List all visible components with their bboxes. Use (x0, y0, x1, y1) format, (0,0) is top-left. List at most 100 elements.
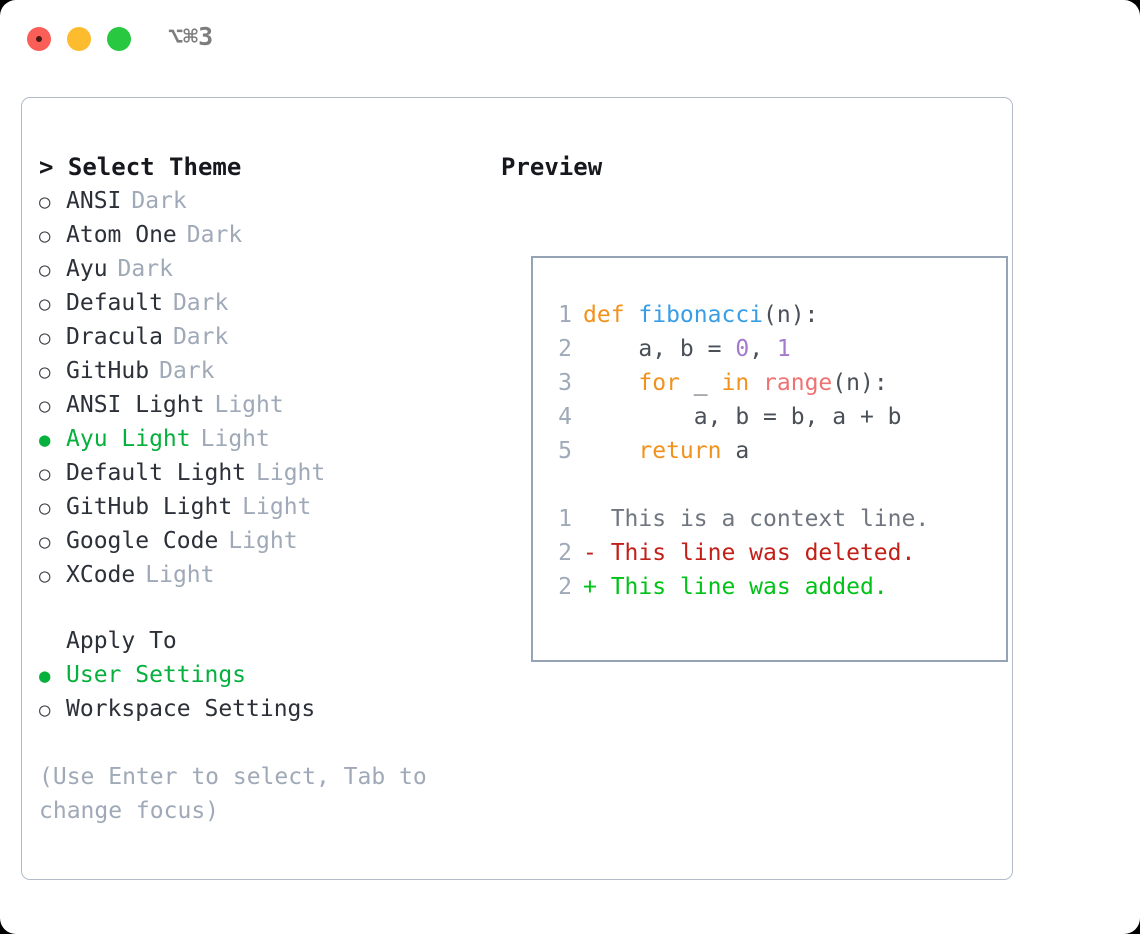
theme-option-tag: Dark (131, 188, 187, 214)
radio-selected-icon: ● (39, 429, 51, 451)
radio-unselected-icon: ○ (39, 531, 51, 553)
radio-unselected-icon: ○ (39, 497, 51, 519)
line-number: 2 (558, 336, 572, 362)
theme-option-default[interactable]: ○ Default Dark (39, 286, 479, 320)
code-token (583, 438, 638, 464)
theme-option-label: XCode (66, 562, 136, 588)
theme-option-label: Google Code (66, 528, 219, 554)
apply-to-option-user-settings[interactable]: ● User Settings (39, 658, 479, 692)
radio-unselected-icon: ○ (39, 191, 51, 213)
theme-option-tag: Light (228, 528, 298, 554)
diff-text: This line was deleted. (596, 540, 916, 566)
theme-option-label: Default (66, 290, 163, 316)
theme-option-tag: Dark (172, 324, 229, 350)
theme-option-dracula[interactable]: ○ Dracula Dark (39, 320, 479, 354)
theme-option-github[interactable]: ○ GitHub Dark (39, 354, 479, 388)
code-line: 1 def fibonacci(n): (550, 298, 929, 332)
code-token (749, 370, 763, 396)
line-number: 5 (558, 438, 572, 464)
code-token: _ (679, 370, 722, 396)
code-line: 5 return a (550, 434, 929, 468)
apply-to-option-label: Workspace Settings (66, 696, 316, 722)
radio-unselected-icon: ○ (39, 327, 51, 349)
theme-option-tag: Dark (159, 358, 215, 384)
theme-option-tag: Light (200, 426, 270, 452)
theme-option-default-light[interactable]: ○ Default Light Light (39, 456, 479, 490)
apply-to-heading: Apply To (66, 628, 177, 654)
theme-option-label: Atom One (66, 222, 177, 248)
theme-option-google-code[interactable]: ○ Google Code Light (39, 524, 479, 558)
radio-selected-icon: ● (39, 665, 51, 687)
theme-option-tag: Dark (117, 256, 173, 282)
line-number: 1 (558, 302, 572, 328)
code-token: in (721, 370, 750, 396)
theme-option-github-light[interactable]: ○ GitHub Light Light (39, 490, 479, 524)
code-token: a (721, 438, 750, 464)
code-token: (n): (763, 302, 819, 328)
theme-option-label: Dracula (66, 324, 163, 350)
theme-option-tag: Light (145, 562, 215, 588)
code-token: , (749, 336, 777, 362)
diff-sign: + (583, 574, 597, 600)
theme-option-tag: Dark (186, 222, 243, 248)
code-token: for (638, 370, 680, 396)
theme-option-tag: Light (242, 494, 312, 520)
theme-option-label: Ayu Light (66, 426, 191, 452)
code-token: 0 (735, 336, 750, 362)
line-number: 1 (558, 506, 572, 532)
maximize-button[interactable] (107, 27, 131, 51)
code-blank-line (550, 468, 929, 502)
theme-option-atom-one[interactable]: ○ Atom One Dark (39, 218, 479, 252)
code-token: def (583, 302, 639, 328)
line-number: 2 (558, 574, 572, 600)
theme-option-tag: Dark (172, 290, 229, 316)
hint-gap (39, 726, 479, 760)
diff-sign: - (583, 540, 597, 566)
theme-option-label: ANSI Light (66, 392, 205, 418)
minimize-button[interactable] (67, 27, 91, 51)
radio-unselected-icon: ○ (39, 463, 51, 485)
radio-unselected-icon: ○ (39, 395, 51, 417)
line-number: 2 (558, 540, 572, 566)
apply-to-list: ● User Settings ○ Workspace Settings (39, 658, 479, 726)
theme-option-ansi-light[interactable]: ○ ANSI Light Light (39, 388, 479, 422)
code-line: 3 for _ in range(n): (550, 366, 929, 400)
title-bar: ⌥⌘3 (0, 0, 1140, 80)
theme-option-label: GitHub (66, 358, 150, 384)
apply-to-option-label: User Settings (66, 662, 247, 688)
close-button[interactable] (27, 27, 51, 51)
theme-option-label: Default Light (66, 460, 247, 486)
theme-option-tag: Light (256, 460, 326, 486)
radio-unselected-icon: ○ (39, 293, 51, 315)
radio-unselected-icon: ○ (39, 225, 51, 247)
apply-to-option-workspace-settings[interactable]: ○ Workspace Settings (39, 692, 479, 726)
theme-option-ayu-light[interactable]: ● Ayu Light Light (39, 422, 479, 456)
code-token: (n): (832, 370, 888, 396)
theme-option-label: GitHub Light (66, 494, 233, 520)
theme-option-label: Ayu (66, 256, 108, 282)
keyboard-shortcut-label: ⌥⌘3 (168, 22, 214, 51)
list-gap (39, 592, 479, 624)
preview-heading: Preview (501, 153, 603, 181)
code-line: 4 a, b = b, a + b (550, 400, 929, 434)
theme-option-tag: Light (214, 392, 284, 418)
keyboard-hint-text: (Use Enter to select, Tab to change focu… (39, 764, 427, 824)
code-token: return (638, 438, 722, 464)
radio-unselected-icon: ○ (39, 699, 51, 721)
line-number: 3 (558, 370, 572, 396)
code-token: fibonacci (638, 302, 764, 328)
code-line: 2 a, b = 0, 1 (550, 332, 929, 366)
radio-unselected-icon: ○ (39, 361, 51, 383)
select-theme-heading: > Select Theme (39, 153, 242, 181)
diff-sign (583, 506, 597, 532)
code-token: range (763, 370, 833, 396)
